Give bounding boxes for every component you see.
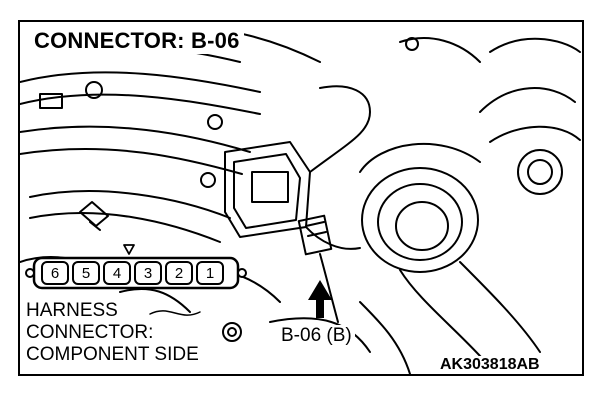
connector-callout: B-06 (B) (278, 325, 355, 347)
connector-pin-cell (196, 261, 224, 285)
connector-pin-number: 4 (113, 265, 121, 282)
connector-pin-number: 6 (51, 265, 59, 282)
sensor-connector (297, 214, 339, 323)
connector-pin-cell (41, 261, 69, 285)
connector-pin-number: 1 (206, 265, 214, 282)
fuel-rail (39, 81, 223, 231)
figure-code: AK303818AB (436, 356, 544, 374)
diagram-title: CONNECTOR: B-06 (30, 28, 244, 54)
pin-index-marker-icon (123, 244, 135, 255)
connector-pin-cell (72, 261, 100, 285)
harness-connector-face: 6 5 4 3 2 1 (25, 244, 247, 290)
harness-leader (149, 310, 201, 316)
harness-label-line-1: HARNESS (26, 300, 121, 322)
harness-label-line-3: COMPONENT SIDE (26, 344, 202, 366)
harness-label-line-2: CONNECTOR: (26, 322, 157, 344)
connector-pin-number: 2 (175, 265, 183, 282)
diagram-frame: 6 5 4 3 2 1 CONNECTOR: B-06 HARNESS CONNECTOR… (18, 20, 584, 376)
harness-connector-label: HARNESS CONNECTOR: COMPONENT SIDE (26, 300, 202, 366)
arrow-up-icon (308, 280, 332, 318)
intake-pipes (20, 28, 321, 243)
engine-illustration: 6 5 4 3 2 1 (20, 28, 581, 374)
connector-pin-number: 3 (144, 265, 152, 282)
connector-pin-number: 5 (82, 265, 90, 282)
intake-duct (359, 37, 581, 368)
connector-pin-cell (134, 261, 162, 285)
connector-pin-cell (103, 261, 131, 285)
connector-pin-cell (165, 261, 193, 285)
